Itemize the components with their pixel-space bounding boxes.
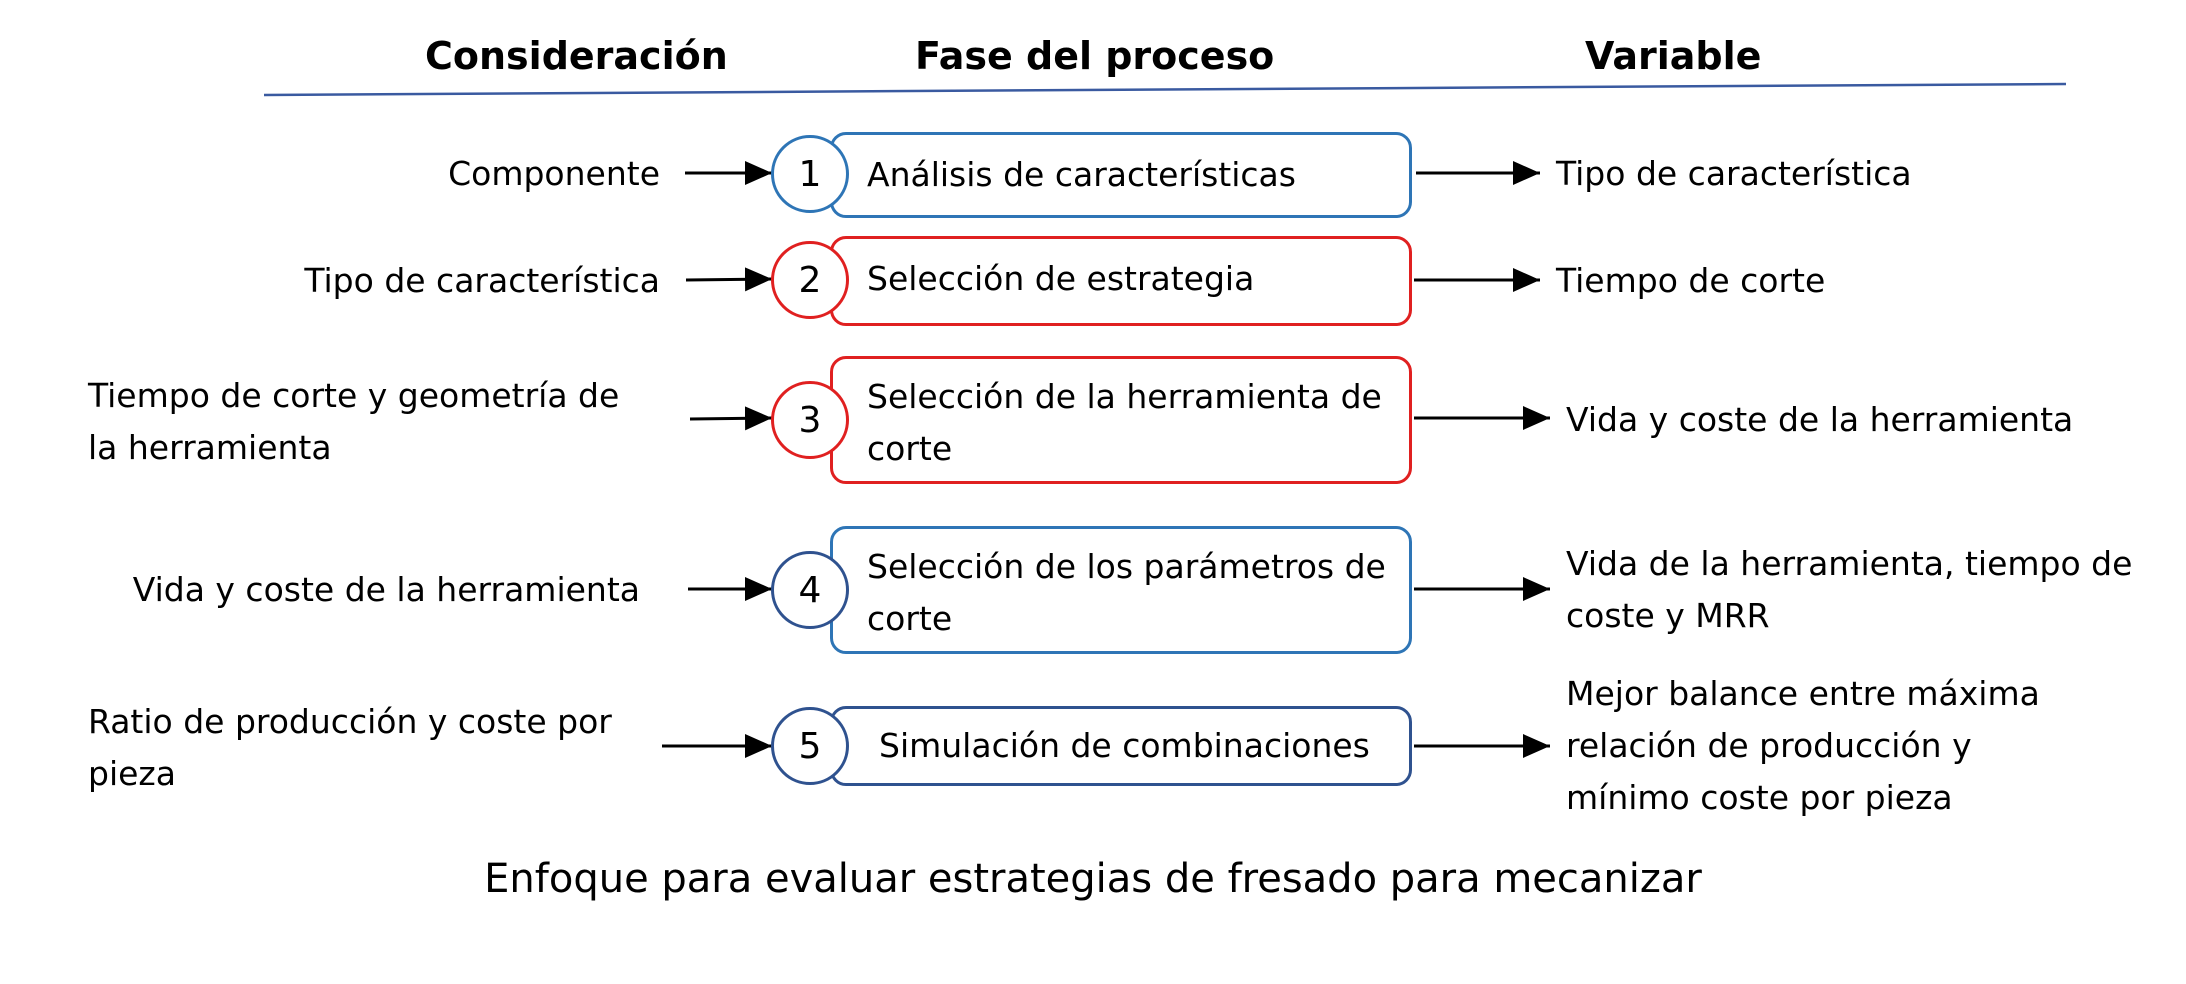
- variable-3: Vida y coste de la herramienta: [1566, 400, 2074, 439]
- phase-box-2: Selección de estrategia: [830, 236, 1412, 326]
- diagram-caption: Enfoque para evaluar estrategias de fres…: [484, 856, 1702, 902]
- header-variable: Variable: [1585, 34, 1762, 78]
- step-circle-2: 2: [771, 241, 849, 319]
- consideration-3: Tiempo de corte y geometría de la herram…: [88, 376, 620, 467]
- arrow-in-2: [685, 267, 773, 292]
- phase-box-5: Simulación de combinaciones: [830, 706, 1412, 786]
- phase-box-3: Selección de la herramienta de corte: [830, 356, 1412, 484]
- step-circle-4: 4: [771, 551, 849, 629]
- variable-4: Vida de la herramienta, tiempo de coste …: [1566, 544, 2133, 635]
- step-circle-3: 3: [771, 381, 849, 459]
- variable-1: Tipo de característica: [1556, 154, 1912, 193]
- consideration-5: Ratio de producción y coste por pieza: [88, 702, 612, 793]
- variable-5: Mejor balance entre máxima relación de p…: [1566, 674, 2040, 817]
- consideration-1: Componente: [448, 154, 660, 193]
- header-phase: Fase del proceso: [915, 34, 1275, 78]
- phase-box-4: Selección de los parámetros de corte: [830, 526, 1412, 654]
- phase-box-1: Análisis de características: [830, 132, 1412, 218]
- step-circle-1: 1: [771, 135, 849, 213]
- arrow-in-3: [689, 406, 773, 431]
- variable-2: Tiempo de corte: [1556, 261, 1826, 300]
- consideration-2: Tipo de característica: [304, 261, 660, 300]
- consideration-4: Vida y coste de la herramienta: [132, 570, 640, 609]
- header-consideration: Consideración: [425, 34, 728, 78]
- step-circle-5: 5: [771, 707, 849, 785]
